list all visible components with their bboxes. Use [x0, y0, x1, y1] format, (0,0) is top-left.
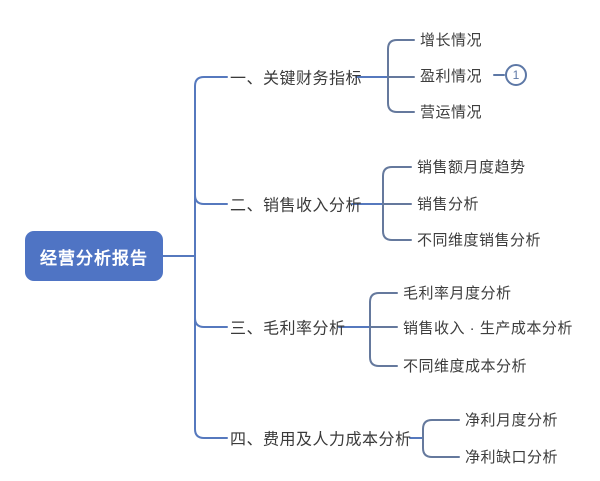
branch-node-gross-margin-analysis[interactable]: 三、毛利率分析 — [230, 320, 346, 338]
root-node-label: 经营分析报告 — [40, 248, 148, 268]
leaf-node-multidimensional-cost-analysis[interactable]: 不同维度成本分析 — [403, 358, 528, 376]
connector-branch2-leaves — [382, 166, 412, 241]
root-node[interactable]: 经营分析报告 — [25, 231, 163, 281]
leaf-node-revenue-production-cost-analysis[interactable]: 销售收入 · 生产成本分析 — [403, 320, 573, 338]
summary-badge-1[interactable]: 1 — [505, 64, 527, 86]
leaf-node-operation-status[interactable]: 营运情况 — [420, 104, 483, 122]
leaf-node-monthly-gross-margin-analysis[interactable]: 毛利率月度分析 — [403, 285, 512, 303]
branch-node-expense-labor-cost-analysis[interactable]: 四、费用及人力成本分析 — [230, 431, 412, 449]
leaf-node-growth-status[interactable]: 增长情况 — [420, 32, 483, 50]
connector-spine-up-branch1 — [194, 76, 228, 257]
connector-spine-down-branch4 — [194, 255, 228, 439]
leaf-node-sales-analysis[interactable]: 销售分析 — [417, 196, 480, 214]
connector-branch3-stub — [194, 317, 228, 328]
connector-branch2-stub — [194, 194, 228, 205]
branch-node-key-financial-indicators[interactable]: 一、关键财务指标 — [230, 70, 363, 88]
connector-branch1-leaves — [387, 39, 415, 113]
leaf-node-profit-status[interactable]: 盈利情况 — [420, 68, 483, 86]
connector-branch4-leaves — [422, 419, 460, 458]
leaf-node-net-profit-gap-analysis[interactable]: 净利缺口分析 — [465, 449, 559, 467]
connector-branch3-leaves — [369, 292, 398, 367]
branch-node-sales-revenue-analysis[interactable]: 二、销售收入分析 — [230, 197, 363, 215]
leaf-node-multidimensional-sales-analysis[interactable]: 不同维度销售分析 — [417, 232, 542, 250]
leaf-node-monthly-sales-trend[interactable]: 销售额月度趋势 — [417, 159, 526, 177]
leaf-node-monthly-net-profit-analysis[interactable]: 净利月度分析 — [465, 412, 559, 430]
